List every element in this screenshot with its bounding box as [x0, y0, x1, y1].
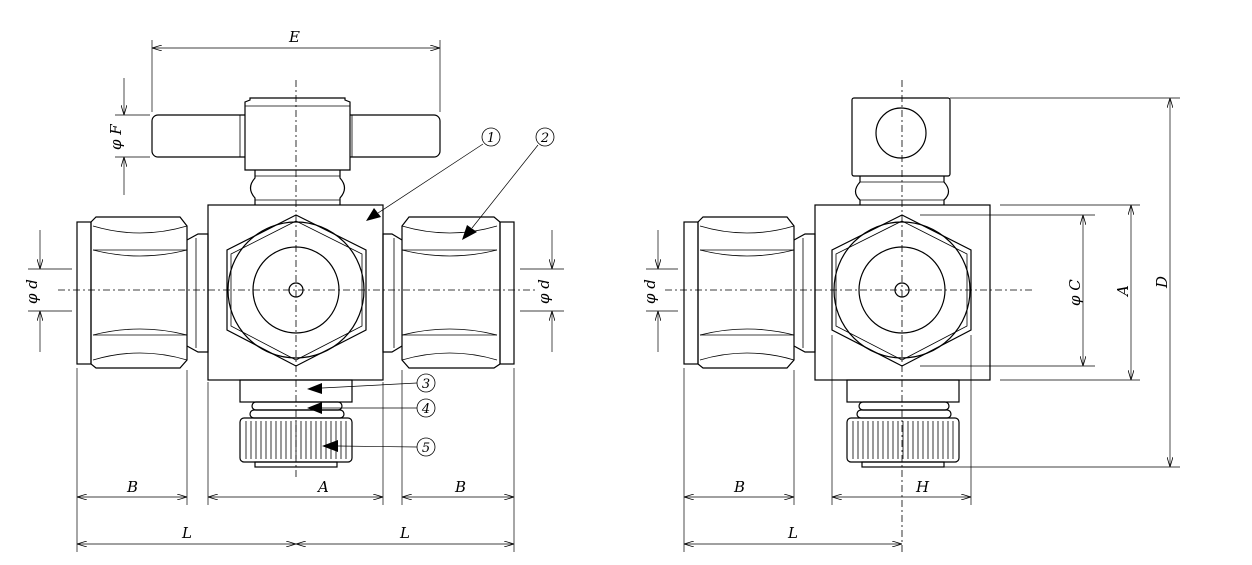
front-dimensions: E φ F φ d φ d B A B — [23, 28, 564, 552]
valve-body — [207, 204, 384, 381]
dim-l-label-side: L — [787, 524, 798, 542]
dim-h-label: H — [915, 478, 930, 496]
callout-4: 4 — [421, 402, 430, 417]
bottom-knob — [239, 379, 353, 468]
callout-5: 5 — [422, 441, 430, 456]
dim-d-label-right: φ d — [535, 279, 553, 304]
dim-c-label: φ C — [1066, 279, 1084, 306]
dim-l-label-right: L — [399, 524, 410, 542]
dim-a-label-bottom: A — [316, 478, 329, 496]
callouts: 1 2 3 4 5 — [307, 127, 555, 457]
knurl-lines — [245, 421, 347, 459]
dim-d-total-label: D — [1153, 276, 1171, 289]
dim-a-label-side: A — [1114, 285, 1132, 298]
dim-l-label-left: L — [181, 524, 192, 542]
dim-f-label: φ F — [107, 124, 125, 150]
knurl-lines-side — [852, 421, 954, 459]
callout-2: 2 — [540, 131, 549, 146]
side-dimensions: φ d φ C A D B H L — [641, 97, 1180, 552]
side-view — [665, 80, 1035, 555]
dim-d-label-left: φ d — [23, 279, 41, 304]
front-view — [58, 80, 535, 480]
dim-b-label-side: B — [733, 478, 745, 496]
dim-b-label-right: B — [454, 478, 466, 496]
dim-b-label-left: B — [126, 478, 138, 496]
right-fitting — [382, 216, 515, 369]
dim-d-label-side: φ d — [641, 279, 659, 304]
callout-3: 3 — [422, 377, 430, 392]
dim-e-label: E — [288, 28, 300, 46]
left-fitting — [76, 216, 209, 369]
callout-1: 1 — [487, 131, 495, 146]
